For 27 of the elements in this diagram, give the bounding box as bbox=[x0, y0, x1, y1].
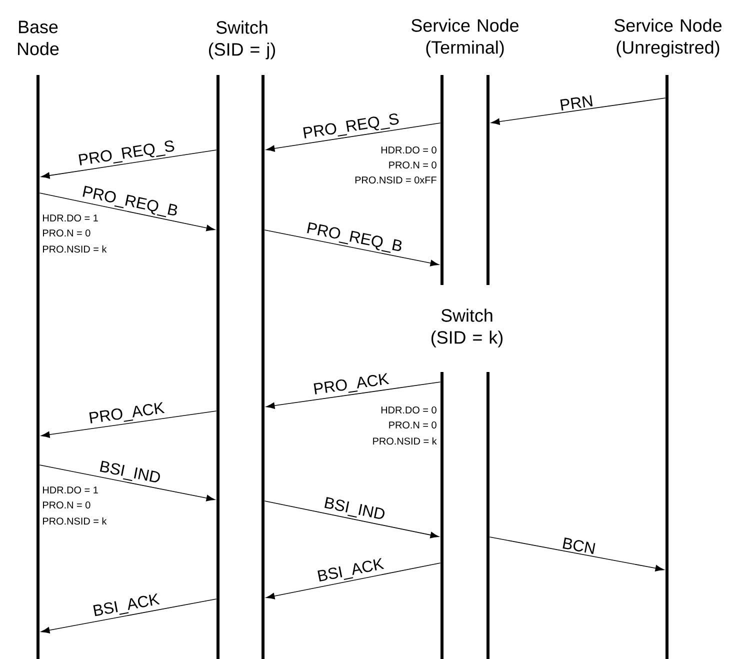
message-arrow bbox=[39, 192, 215, 232]
message-label: BSI_ACK bbox=[315, 556, 386, 586]
message-arrow bbox=[41, 598, 217, 634]
participant-label: Switch (SID = j) bbox=[209, 20, 275, 60]
message-label: PRO_ACK bbox=[311, 372, 392, 399]
message-arrow bbox=[264, 500, 439, 538]
message-arrow bbox=[266, 122, 441, 152]
message-label: BSI_IND bbox=[321, 495, 388, 524]
message-arrow bbox=[264, 230, 439, 266]
participant-label: Service Node (Terminal) bbox=[412, 18, 518, 58]
message-arrow bbox=[266, 382, 441, 409]
message-label: PRN bbox=[558, 94, 595, 112]
message-arrow bbox=[491, 98, 666, 125]
message-label: PRO_ACK bbox=[86, 400, 167, 428]
lifeline bbox=[486, 372, 490, 659]
message-label: PRO_REQ_S bbox=[76, 138, 177, 170]
message-label: BSI_ACK bbox=[90, 592, 162, 621]
participant-label: Switch (SID = k) bbox=[432, 308, 502, 348]
message-arrow bbox=[266, 562, 441, 600]
message-arrow bbox=[39, 464, 215, 502]
message-label: BCN bbox=[560, 536, 598, 556]
parameter-text: HDR.DO = 1 bbox=[43, 486, 98, 494]
message-arrow bbox=[41, 150, 217, 179]
message-arrow bbox=[489, 536, 664, 572]
message-label: PRO_REQ_S bbox=[300, 112, 402, 143]
message-label: BSI_IND bbox=[96, 459, 163, 488]
message-arrow bbox=[41, 410, 217, 438]
